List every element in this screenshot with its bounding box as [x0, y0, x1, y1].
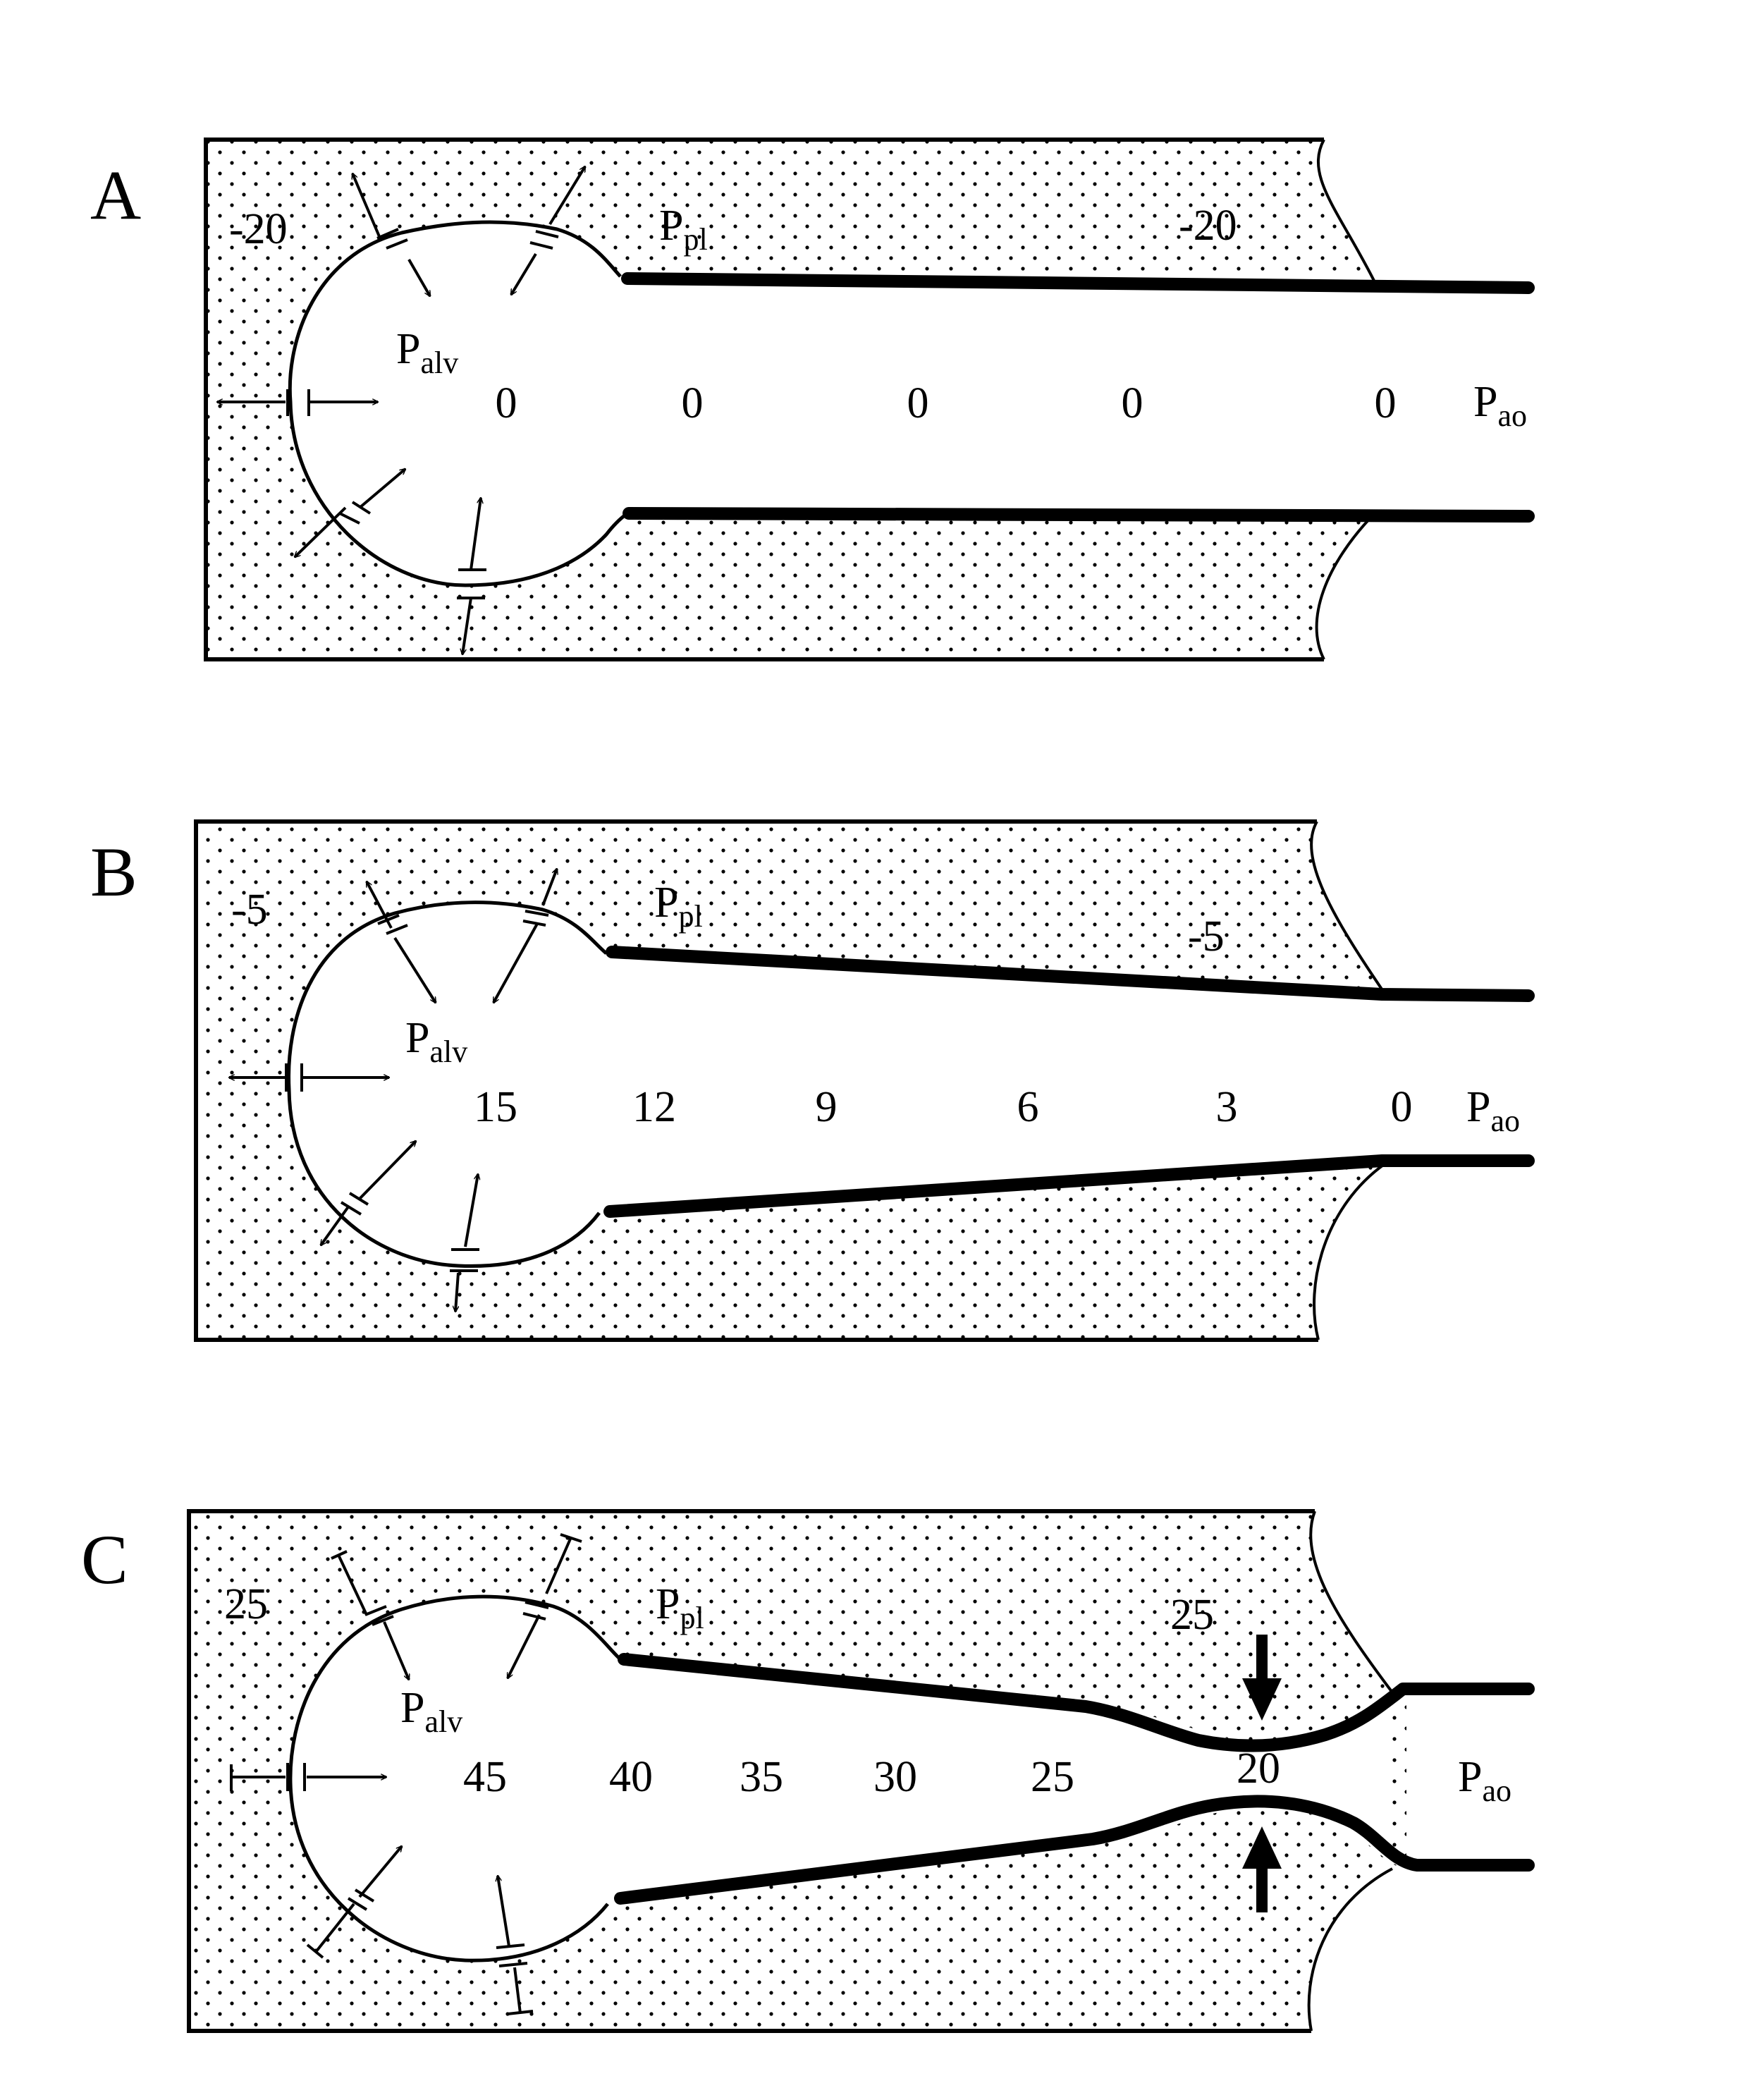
- pleural-pressure-right: -5: [1188, 912, 1225, 960]
- airway-value: 30: [873, 1753, 917, 1801]
- airway-value: 12: [632, 1083, 676, 1131]
- airway-value: 0: [1122, 379, 1143, 427]
- airway-value: 35: [740, 1753, 783, 1801]
- pleural-pressure-right: -20: [1179, 202, 1237, 250]
- pleural-tissue: [196, 822, 1385, 1340]
- pleural-tissue: [206, 140, 1375, 659]
- airway-value: 9: [816, 1083, 838, 1131]
- airway-value: 0: [1391, 1083, 1413, 1131]
- airway-wall-upper: [606, 946, 1535, 1002]
- compression-arrow-up: [1242, 1826, 1282, 1912]
- pleural-pressure-left: 25: [224, 1580, 268, 1628]
- airway-value: 0: [1375, 379, 1397, 427]
- pleural-pressure-right: 25: [1170, 1591, 1214, 1639]
- alveolar-pressure-label: Palv: [405, 1014, 467, 1069]
- force-arrows: [217, 166, 587, 654]
- pleural-pressure-label: Ppl: [654, 879, 703, 934]
- airway-wall-upper: [621, 272, 1535, 294]
- alveolar-pressure-label: Palv: [400, 1684, 462, 1739]
- airway-pressure-values: 45 40 35 30 25 20: [463, 1745, 1280, 1801]
- airway-wall-upper: [618, 1653, 1535, 1752]
- airway-opening-pressure-label: Pao: [1473, 378, 1527, 433]
- airway-value: 3: [1216, 1083, 1238, 1131]
- airway-value: 25: [1031, 1753, 1074, 1801]
- airway-value: 0: [907, 379, 929, 427]
- airway-value: 40: [609, 1753, 653, 1801]
- alveolus-wall: [288, 220, 629, 587]
- airway-value: 20: [1237, 1745, 1280, 1793]
- airway-value: 0: [682, 379, 704, 427]
- panel-b: B -5 -5 Ppl Palv Pao 15 12 9 6 3 0: [90, 819, 1535, 1342]
- pleural-tissue: [189, 1511, 1406, 2031]
- airway-value: 15: [474, 1083, 517, 1131]
- panel-letter: C: [81, 1520, 128, 1599]
- chest-wall-edge: [1315, 139, 1376, 660]
- pleural-pressure-left: -20: [229, 205, 288, 253]
- airway-value: 6: [1017, 1083, 1039, 1131]
- panel-letter: B: [90, 833, 137, 911]
- airway-value: 45: [463, 1753, 507, 1801]
- pleural-pressure-label: Ppl: [659, 202, 708, 257]
- panel-c: C 25 25 Ppl Palv Pao 45 40 35 30 25 20: [81, 1509, 1535, 2033]
- alveolus-wall: [287, 901, 608, 1268]
- airway-pressure-values: 0 0 0 0 0: [496, 379, 1397, 427]
- compression-arrows: [1242, 1635, 1282, 1912]
- airway-opening-pressure-label: Pao: [1466, 1083, 1520, 1138]
- airway-value: 0: [496, 379, 517, 427]
- chest-wall-edge: [1307, 1510, 1394, 2032]
- chest-wall-outline: [187, 1509, 1315, 2033]
- force-arrows: [229, 869, 557, 1312]
- alveolar-pressure-label: Palv: [396, 325, 458, 380]
- force-arrows: [230, 1533, 582, 2015]
- panel-letter: A: [90, 156, 141, 234]
- chest-wall-outline: [194, 819, 1318, 1342]
- pleural-pressure-left: -5: [231, 886, 268, 934]
- airway-wall-lower: [623, 507, 1535, 523]
- pleural-pressure-label: Ppl: [656, 1580, 704, 1635]
- airway-opening-pressure-label: Pao: [1458, 1753, 1511, 1808]
- airway-wall-lower: [614, 1795, 1535, 1905]
- chest-wall-edge: [1310, 821, 1387, 1341]
- chest-wall-outline: [204, 138, 1324, 661]
- airway-pressure-values: 15 12 9 6 3 0: [474, 1083, 1413, 1131]
- compression-arrow-down: [1242, 1635, 1282, 1721]
- alveolus-wall: [288, 1594, 622, 1962]
- panel-a: A -20 -20 Ppl Palv Pao 0 0 0 0 0: [90, 138, 1535, 661]
- airway-wall-lower: [603, 1154, 1535, 1218]
